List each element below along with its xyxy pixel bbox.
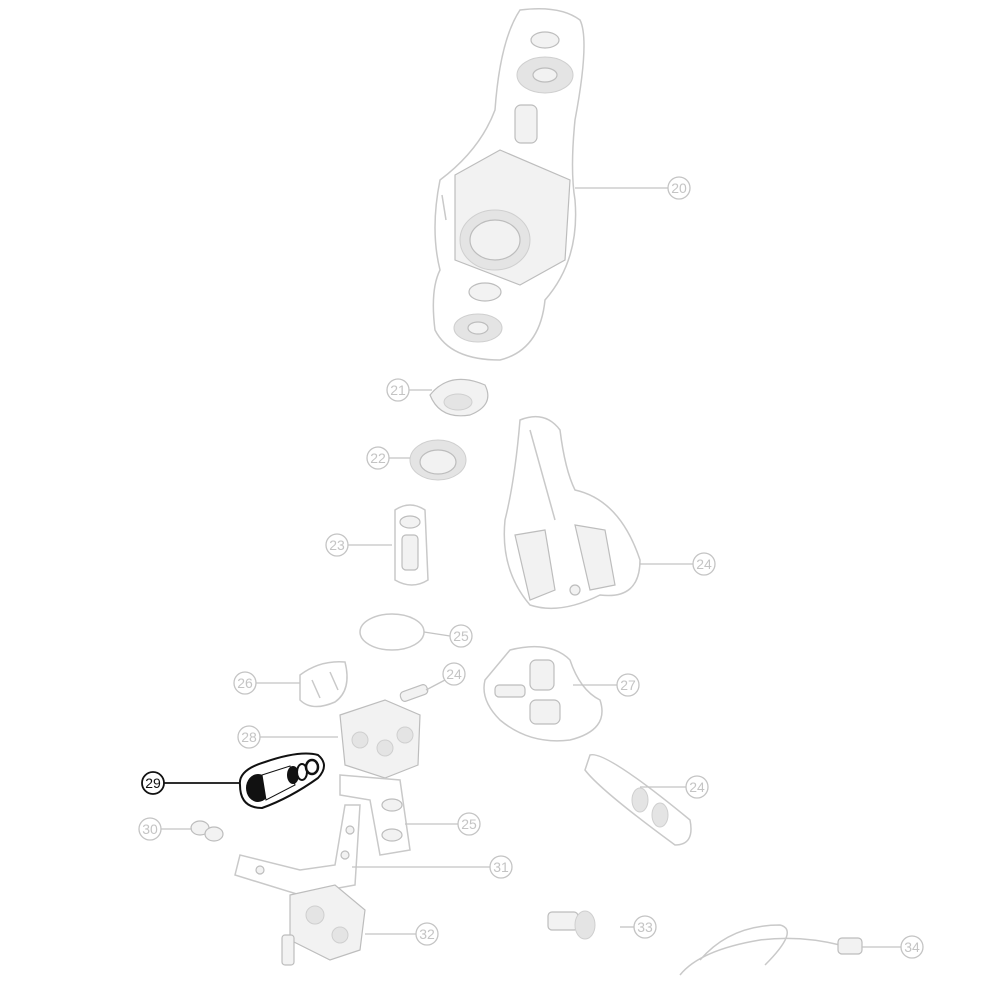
callout-label: 24 [689,779,705,795]
callout-22[interactable]: 22 [366,446,410,470]
part-32-manifold[interactable] [281,884,366,966]
callout-label: 22 [370,450,386,466]
callout-label: 26 [237,675,253,691]
callout-label: 28 [241,729,257,745]
callout-33[interactable]: 33 [620,915,657,939]
callout-label: 23 [329,537,345,553]
part-24-valve-linkage[interactable] [503,415,641,610]
callout-label: 30 [142,821,158,837]
callout-label: 32 [419,926,435,942]
callout-28[interactable]: 28 [237,725,338,749]
callout-24-small[interactable]: 24 [425,662,466,691]
part-25-o-ring[interactable] [359,613,425,651]
callout-label: 34 [904,939,920,955]
callout-label: 33 [637,919,653,935]
part-24-piston-stack[interactable] [584,753,692,846]
callout-label: 24 [446,666,462,682]
part-21-swash-plate[interactable] [429,378,489,417]
part-24-small-valve[interactable] [399,684,429,703]
callout-30[interactable]: 30 [138,817,192,841]
callout-label: 21 [390,382,406,398]
callout-label: 25 [453,628,469,644]
callout-label: 25 [461,816,477,832]
callout-label: 29 [145,775,161,791]
callout-25-lower[interactable]: 25 [405,812,481,836]
part-27-unloader[interactable] [483,645,603,742]
part-25-seal-plate[interactable] [339,774,411,856]
callout-34[interactable]: 34 [862,935,924,959]
callout-20[interactable]: 20 [575,176,691,200]
part-29-highlighted-hose-adapter[interactable] [238,752,325,810]
callout-21[interactable]: 21 [386,378,432,402]
part-34-power-cord[interactable] [679,924,863,976]
callout-24-lower[interactable]: 24 [640,775,709,799]
callout-31[interactable]: 31 [352,855,513,879]
callout-label: 27 [620,677,636,693]
part-33-inlet-fitting[interactable] [547,910,596,940]
callout-26[interactable]: 26 [233,671,300,695]
callout-25-upper[interactable]: 25 [423,624,473,648]
part-23-piston-kit[interactable] [394,504,429,586]
part-31-check-valve-set[interactable] [234,804,361,896]
callout-label: 20 [671,180,687,196]
part-30-seal-kit[interactable] [190,820,224,842]
callout-29-selected[interactable]: 29 [141,771,240,795]
callout-label: 31 [493,859,509,875]
callout-23[interactable]: 23 [325,533,392,557]
part-28-pump-head[interactable] [339,699,421,779]
callout-24-upper[interactable]: 24 [640,552,716,576]
part-22-bearing[interactable] [409,439,467,481]
callout-32[interactable]: 32 [365,922,439,946]
callout-label: 24 [696,556,712,572]
part-20-motor-assembly[interactable] [432,8,585,361]
part-26-clip[interactable] [299,661,348,708]
callout-27[interactable]: 27 [573,673,640,697]
